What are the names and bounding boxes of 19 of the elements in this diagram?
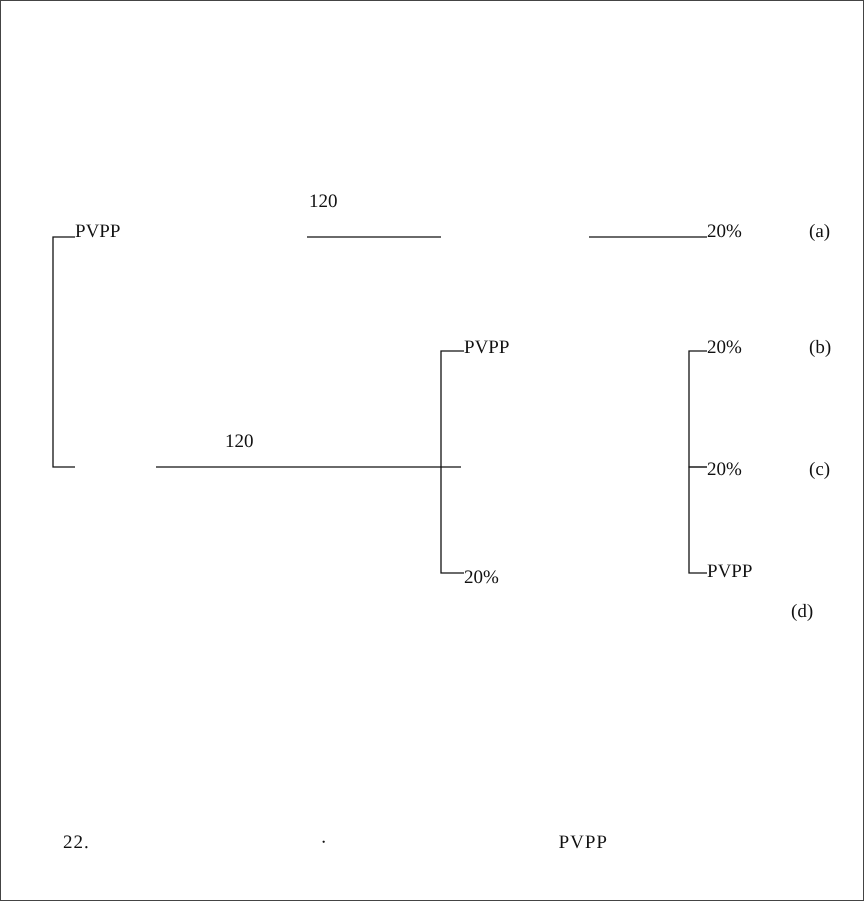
node-text: PVPP [75,221,120,243]
connector-line [52,236,75,468]
connector-line [688,466,707,574]
node-text: 20% [707,459,742,481]
row-label: (b) [809,337,832,359]
node-text: PVPP [707,561,752,583]
row-label: (c) [809,459,830,481]
caption: 22. · PVPP [63,832,608,854]
row-label: (a) [809,221,830,243]
connector-line [589,236,707,238]
number-label: 120 [309,191,338,213]
row-label: (d) [791,601,814,623]
node-text: PVPP [464,337,510,359]
node-text: 20% [707,221,742,243]
connector-line [440,466,464,574]
node-text: 20% [707,337,742,359]
connector-line [688,350,707,468]
node-text: 20% [464,567,499,589]
connector-line [156,350,464,468]
